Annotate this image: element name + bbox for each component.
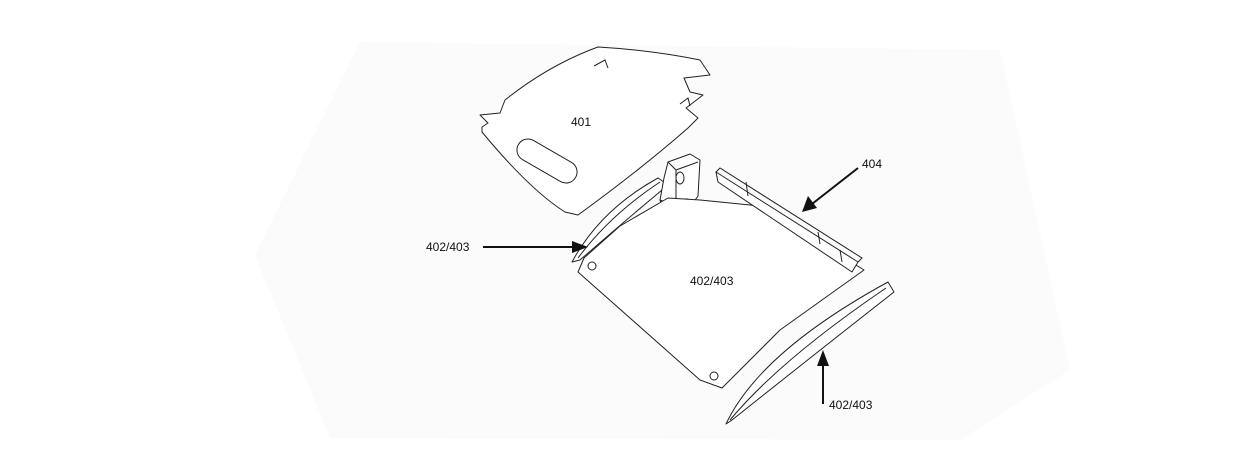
- label-402-403-left: 402/403: [426, 240, 470, 254]
- callout-arrow-402-403-left: 402/403: [426, 240, 588, 254]
- part-402-403-right-blade: [725, 281, 895, 425]
- label-402-403-center: 402/403: [690, 274, 734, 288]
- label-402-403-bottom: 402/403: [829, 398, 873, 412]
- label-401: 401: [571, 115, 591, 129]
- part-401-panel: 401: [479, 46, 711, 216]
- label-404: 404: [862, 157, 882, 171]
- callout-arrow-402-403-bottom: 402/403: [817, 350, 873, 412]
- part-404-rail: [715, 167, 863, 273]
- callout-arrow-404: 404: [802, 157, 882, 212]
- part-401-slot: [516, 138, 578, 184]
- part-402-403-main-sheet: 402/403: [577, 197, 865, 389]
- sheet-hole-bottom: [709, 371, 719, 381]
- sheet-hole-left: [587, 261, 597, 271]
